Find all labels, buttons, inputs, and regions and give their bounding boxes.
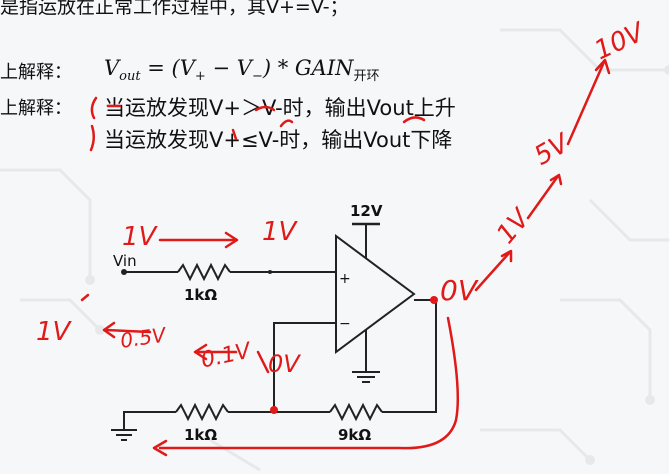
input-resistor-label: 1kΩ: [184, 286, 217, 304]
ground-resistor-label: 1kΩ: [184, 426, 217, 444]
arrow-feedback-path: [158, 316, 460, 450]
input-junction-dot: [268, 270, 272, 274]
annotation-plus-1v: 1V: [262, 217, 299, 247]
annotation-minus-1v: 1V: [36, 317, 73, 347]
vin-node: [121, 269, 127, 275]
annotation-out-0v: 0V: [440, 274, 479, 307]
feedback-resistor-label: 9kΩ: [338, 426, 371, 444]
supply-voltage-label: 12V: [350, 202, 383, 220]
ground-symbol-opamp: [352, 371, 380, 383]
resistor-input: [177, 262, 231, 282]
output-ink-dot: [430, 296, 438, 304]
explanation-label-1: 上解释：: [0, 62, 72, 83]
ink-strokes: [80, 58, 611, 457]
arrow-output-rise: [474, 60, 606, 292]
inverting-minus-sign: −: [339, 316, 351, 332]
ground-symbol-left: [111, 429, 137, 441]
noninverting-plus-sign: +: [339, 271, 351, 287]
annotation-minus-01v: 0.1V: [199, 338, 255, 373]
annotation-minus-05v: 0.5V: [119, 322, 169, 352]
inverting-node-ink-dot: [270, 406, 278, 414]
annotation-vin-1v: 1V: [122, 222, 159, 252]
rule-output-fall: 当运放发现V+≤V-时，输出Vout下降: [104, 128, 453, 152]
bracket-fall: [89, 124, 95, 152]
explanation-label-2: 上解释：: [0, 98, 72, 119]
bracket-rise: [90, 96, 98, 120]
resistor-feedback: [329, 402, 383, 422]
resistor-ground: [175, 402, 229, 422]
circuit-wires: [123, 222, 437, 430]
gain-formula: Vout = (V+ − V−) * GAIN开环: [104, 56, 380, 85]
vin-label: Vin: [113, 252, 137, 270]
top-text-line: 是指运放在正常工作过程中，其V+=V-；: [0, 0, 349, 18]
annotation-out-10v: 10V: [590, 17, 651, 67]
opamp-triangle: [335, 234, 416, 354]
rule-output-rise: 当运放发现V+＞V-时，输出Vout上升: [104, 96, 456, 120]
annotation-out-5v: 5V: [529, 127, 576, 171]
annotation-minus-0v: 0V: [268, 350, 301, 378]
annotation-out-1v: 1V: [491, 202, 537, 249]
